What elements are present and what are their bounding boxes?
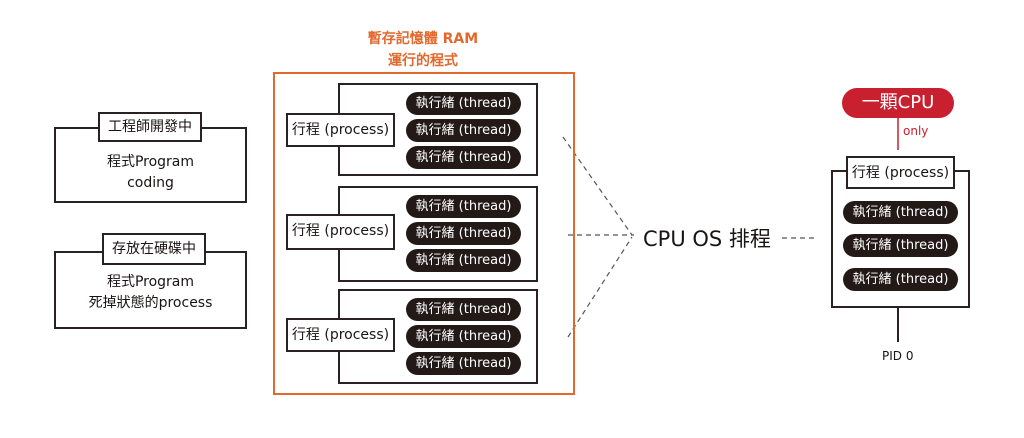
disk-box-line-2: 死掉狀態的process xyxy=(88,295,213,311)
scheduler-label: CPU OS 排程 xyxy=(643,227,771,251)
ram-process-label: 行程 (process) xyxy=(286,113,395,147)
cpu-process-label: 行程 (process) xyxy=(846,156,955,189)
dashed-connector-bottom xyxy=(567,236,633,338)
dev-box-body: 程式Program coding xyxy=(54,152,247,194)
cpu-badge: 一顆CPU xyxy=(842,88,954,118)
thread-pill: 執行緒 (thread) xyxy=(406,222,521,245)
pid-label: PID 0 xyxy=(882,349,914,363)
ram-title-line-2: 運行的程式 xyxy=(388,53,458,69)
thread-pill: 執行緒 (thread) xyxy=(406,298,521,321)
cpu-only-label: only xyxy=(903,124,929,138)
thread-pill: 執行緒 (thread) xyxy=(843,268,958,291)
thread-pill: 執行緒 (thread) xyxy=(406,249,521,272)
dev-box-line-1: 程式Program xyxy=(106,154,195,170)
dev-box-line-2: coding xyxy=(127,175,174,191)
thread-pill: 執行緒 (thread) xyxy=(843,201,958,224)
thread-pill: 執行緒 (thread) xyxy=(406,146,521,169)
ram-process-label: 行程 (process) xyxy=(286,214,395,250)
disk-box-title: 存放在硬碟中 xyxy=(102,233,206,265)
thread-pill: 執行緒 (thread) xyxy=(406,352,521,375)
thread-pill: 執行緒 (thread) xyxy=(406,195,521,218)
disk-box-line-1: 程式Program xyxy=(106,274,195,290)
disk-box-body: 程式Program 死掉狀態的process xyxy=(54,272,247,314)
dev-box-title: 工程師開發中 xyxy=(98,112,202,142)
thread-pill: 執行緒 (thread) xyxy=(406,92,521,115)
ram-title-line-1: 暫存記憶體 RAM xyxy=(367,31,479,47)
thread-pill: 執行緒 (thread) xyxy=(406,325,521,348)
thread-pill: 執行緒 (thread) xyxy=(406,119,521,142)
ram-title: 暫存記憶體 RAM 運行的程式 xyxy=(323,28,523,72)
thread-pill: 執行緒 (thread) xyxy=(843,234,958,257)
ram-box xyxy=(273,72,575,395)
ram-process-label: 行程 (process) xyxy=(286,318,395,352)
